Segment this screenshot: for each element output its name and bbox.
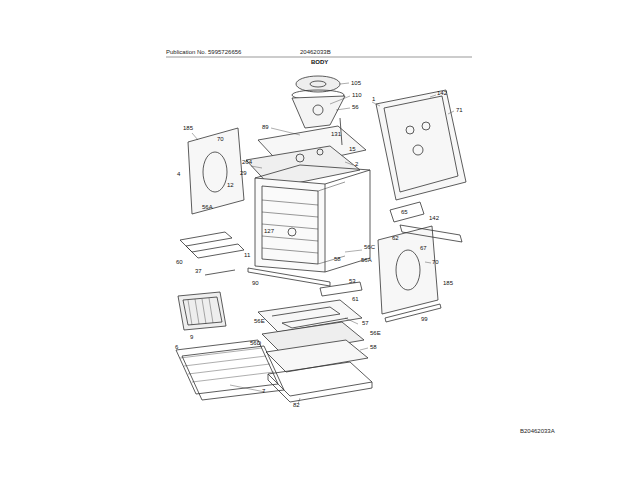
callout-number: 61 bbox=[352, 296, 359, 303]
callout-number: 56E bbox=[254, 318, 265, 325]
header-text: 20462033B bbox=[300, 49, 331, 56]
callout-number: 105 bbox=[351, 80, 361, 87]
callout-number: 11 bbox=[244, 252, 250, 259]
callout-number: 71 bbox=[456, 107, 463, 114]
callout-number: 7 bbox=[262, 388, 265, 395]
callout-number: 9 bbox=[190, 334, 193, 341]
callout-number: 6 bbox=[175, 344, 178, 351]
callout-number: 4 bbox=[177, 171, 180, 178]
callout-number: 56D bbox=[250, 340, 261, 347]
callout-number: 57 bbox=[362, 320, 369, 327]
callout-number: 60 bbox=[176, 259, 183, 266]
callout-number: 2 bbox=[355, 161, 358, 168]
callout-number: 99 bbox=[421, 316, 428, 323]
callout-number: 82 bbox=[293, 402, 300, 409]
callout-number: 185 bbox=[183, 125, 193, 132]
callout-number: 110 bbox=[352, 92, 362, 99]
callout-number: 29 bbox=[240, 170, 247, 177]
callout-number: 70 bbox=[217, 136, 224, 143]
callout-number: 62 bbox=[392, 235, 399, 242]
callout-number: 264 bbox=[242, 159, 252, 166]
callout-number: 70 bbox=[432, 259, 439, 266]
callout-number: 12 bbox=[227, 182, 234, 189]
callout-number: 56 bbox=[352, 104, 359, 111]
callout-number: 56A bbox=[361, 257, 372, 264]
callout-number: 56C bbox=[364, 244, 375, 251]
callout-number: 90 bbox=[252, 280, 259, 287]
header-text: B20462033A bbox=[520, 428, 555, 435]
callout-number: 37 bbox=[195, 268, 202, 275]
callout-number: 58 bbox=[334, 256, 341, 263]
callout-number: 89 bbox=[262, 124, 269, 131]
callout-number: 58 bbox=[370, 344, 377, 351]
callout-number: 67 bbox=[420, 245, 427, 252]
header-text: Publication No. 5995726656 bbox=[166, 49, 241, 56]
callout-number: 131 bbox=[331, 131, 341, 138]
callout-number: 127 bbox=[264, 228, 274, 235]
callout-number: 142 bbox=[429, 215, 439, 222]
callout-number: 65 bbox=[401, 209, 408, 216]
callout-number: 142 bbox=[437, 90, 447, 97]
callout-number: 56A bbox=[202, 204, 213, 211]
callout-number: 1 bbox=[372, 96, 375, 103]
section-title: BODY bbox=[311, 59, 328, 65]
callout-number: 185 bbox=[443, 280, 453, 287]
callout-number: 15 bbox=[349, 146, 356, 153]
callout-number: 53 bbox=[349, 278, 356, 285]
callout-number: 56E bbox=[370, 330, 381, 337]
